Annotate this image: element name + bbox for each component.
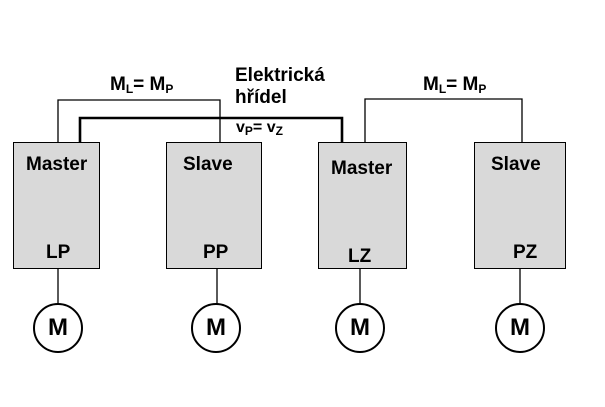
torque-link-right [364, 98, 523, 142]
unit-box-lp: Master LP [13, 142, 100, 269]
shaft-label: Elektrická hřídel [235, 65, 325, 108]
electric-shaft-line [78, 116, 344, 142]
motor-circle-pz: M [495, 303, 545, 353]
torque-label-left: ML= MP [110, 74, 174, 97]
unit-role: Slave [491, 154, 541, 175]
unit-id: PZ [513, 242, 538, 263]
unit-id: PP [203, 242, 229, 263]
unit-role: Slave [183, 154, 233, 175]
unit-box-pp: Slave PP [166, 142, 262, 269]
speed-label: vP= vZ [236, 119, 283, 138]
unit-box-lz: Master LZ [318, 142, 407, 269]
unit-id: LZ [348, 246, 372, 267]
torque-link-left [57, 99, 221, 142]
motor-circle-pp: M [191, 303, 241, 353]
torque-label-right: ML= MP [423, 74, 487, 97]
motor-circle-lz: M [335, 303, 385, 353]
motor-circle-lp: M [33, 303, 83, 353]
unit-id: LP [46, 242, 71, 263]
unit-role: Master [26, 154, 88, 175]
unit-role: Master [331, 158, 393, 179]
unit-box-pz: Slave PZ [474, 142, 566, 269]
